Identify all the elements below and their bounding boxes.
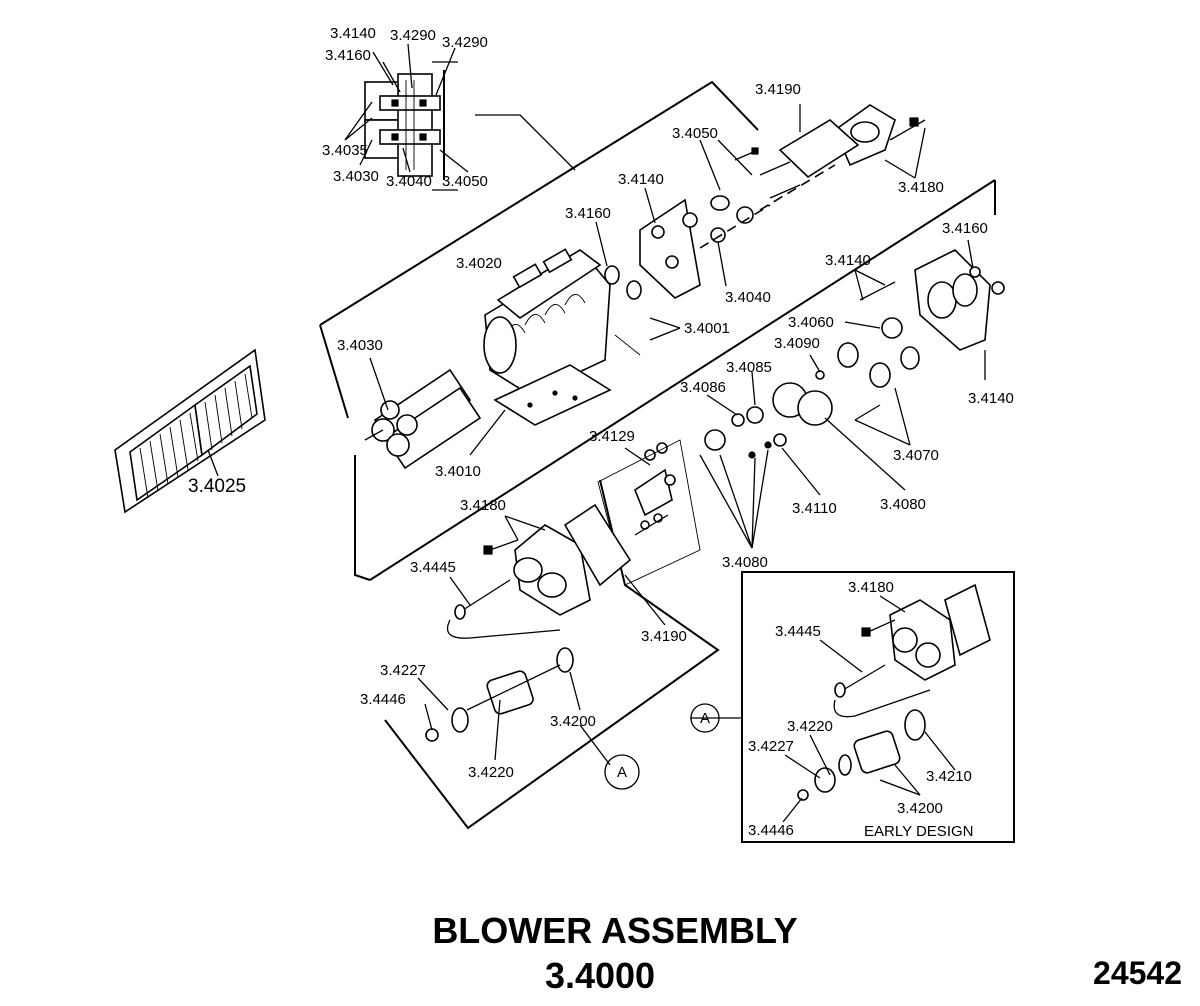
callout-label: 3.4160 <box>942 220 988 237</box>
callout-label: 3.4025 <box>188 476 246 497</box>
seal-bearing-group <box>682 147 801 249</box>
coupling-parts <box>425 619 574 742</box>
callout-label: 3.4030 <box>337 337 383 354</box>
callout-label: 3.4190 <box>755 81 801 98</box>
callout-label: 3.4290 <box>442 34 488 51</box>
callout-label: 3.4180 <box>848 579 894 596</box>
callout-label: 3.4220 <box>787 718 833 735</box>
callout-label: 3.4110 <box>792 500 837 517</box>
callout-label: 3.4140 <box>618 171 664 188</box>
timing-gears <box>704 281 920 459</box>
callout-label: 3.4090 <box>774 335 820 352</box>
detail-marker-main: A <box>604 754 640 790</box>
detail-marker-label: A <box>617 764 627 781</box>
callout-label: 3.4086 <box>680 379 726 396</box>
callout-label: 3.4129 <box>589 428 635 445</box>
bearing-retainer <box>597 439 701 586</box>
callout-label: 3.4227 <box>748 738 794 755</box>
callout-label: 3.4030 <box>333 168 379 185</box>
callout-label: 3.4290 <box>390 27 436 44</box>
callout-label: 3.4035 <box>322 142 368 159</box>
detail-marker-inset: A <box>690 703 720 733</box>
housing-plate <box>493 364 612 426</box>
callout-label: 3.4010 <box>435 463 481 480</box>
main-section-outline <box>319 80 996 830</box>
callout-label: 3.4200 <box>897 800 943 817</box>
seal-detail-inset <box>364 61 576 191</box>
callout-label: 3.4445 <box>775 623 821 640</box>
callout-label: 3.4200 <box>550 713 596 730</box>
callout-label: 3.4446 <box>360 691 406 708</box>
callout-label: 3.4050 <box>442 173 488 190</box>
callout-label: 3.4080 <box>722 554 768 571</box>
callout-label: 3.4180 <box>460 497 506 514</box>
callout-label: 3.4050 <box>672 125 718 142</box>
inset-caption: EARLY DESIGN <box>864 823 973 840</box>
rotor-set <box>364 368 482 470</box>
callout-label: 3.4140 <box>968 390 1014 407</box>
callout-label: 3.4160 <box>325 47 371 64</box>
drive-housing <box>454 503 632 620</box>
gear-cover-top <box>759 104 926 211</box>
callout-label: 3.4040 <box>386 173 432 190</box>
callout-label: 3.4227 <box>380 662 426 679</box>
assembly-number: 3.4000 <box>544 955 656 996</box>
callout-label: 3.4080 <box>880 496 926 513</box>
assembly-title: BLOWER ASSEMBLY <box>432 910 798 951</box>
callout-label: 3.4070 <box>893 447 939 464</box>
leader-lines <box>207 43 986 823</box>
intake-screen <box>114 348 266 514</box>
callout-labels: 3.4140 3.4290 3.4290 3.4160 3.4035 3.403… <box>188 25 1014 840</box>
callout-label: 3.4020 <box>456 255 502 272</box>
callout-label: 3.4190 <box>641 628 687 645</box>
callout-label: 3.4210 <box>926 768 972 785</box>
drawing-number: 24542 <box>1093 955 1182 991</box>
early-design-inset <box>741 571 1015 843</box>
callout-label: 3.4160 <box>565 205 611 222</box>
rotor-housing <box>483 248 641 396</box>
callout-label: 3.4085 <box>726 359 772 376</box>
rear-housing <box>914 249 1005 351</box>
callout-label: 3.4040 <box>725 289 771 306</box>
callout-label: 3.4060 <box>788 314 834 331</box>
callout-label: 3.4001 <box>684 320 730 337</box>
detail-marker-label: A <box>700 710 710 727</box>
callout-label: 3.4140 <box>825 252 871 269</box>
callout-label: 3.4445 <box>410 559 456 576</box>
callout-label: 3.4140 <box>330 25 376 42</box>
callout-label: 3.4446 <box>748 822 794 839</box>
callout-label: 3.4180 <box>898 179 944 196</box>
callout-label: 3.4220 <box>468 764 514 781</box>
